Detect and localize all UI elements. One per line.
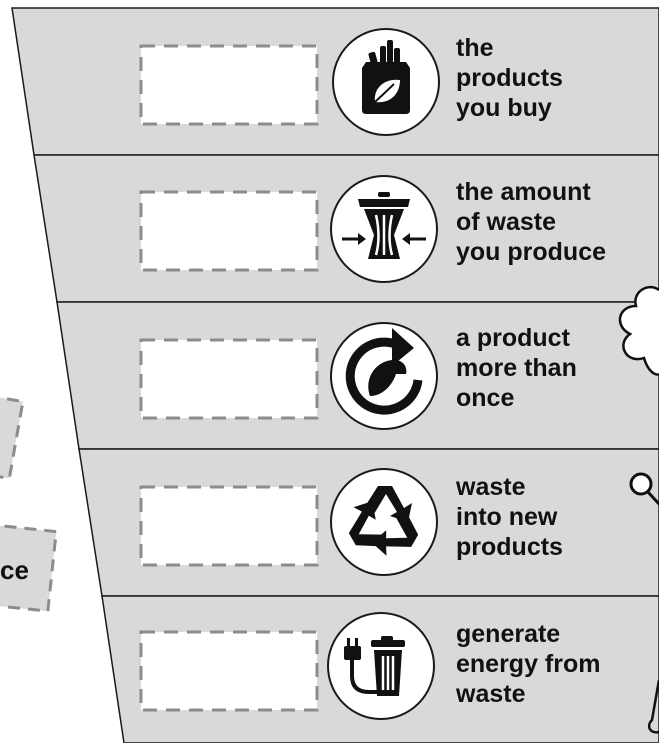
drop-slot-5[interactable]: [139, 630, 319, 712]
reuse-cycle-icon: [330, 322, 438, 430]
shopping-bag-leaf-icon: [332, 28, 440, 136]
loose-card-text: ce: [0, 555, 29, 585]
drop-slot-3[interactable]: [139, 338, 319, 420]
magnifier-doodle: [629, 472, 659, 506]
loose-card-upper[interactable]: [0, 386, 25, 481]
drop-slot-2[interactable]: [139, 190, 319, 272]
row-label-1: the products you buy: [456, 34, 563, 122]
cloud-doodle: [618, 285, 659, 376]
drop-slot-4[interactable]: [139, 485, 319, 567]
row-label-2: the amount of waste you produce: [456, 178, 607, 266]
compress-trash-bin-icon: [330, 175, 438, 283]
row-label-4: waste into new products: [456, 473, 563, 561]
row-label-3: a product more than once: [456, 324, 577, 412]
recycle-icon: [330, 468, 438, 576]
loose-card-lower[interactable]: [0, 520, 58, 613]
plug-trash-bin-icon: [327, 612, 435, 720]
row-label-5: generate energy from waste: [456, 620, 601, 708]
drop-slot-1[interactable]: [139, 44, 319, 126]
pencil-doodle: [647, 679, 659, 734]
